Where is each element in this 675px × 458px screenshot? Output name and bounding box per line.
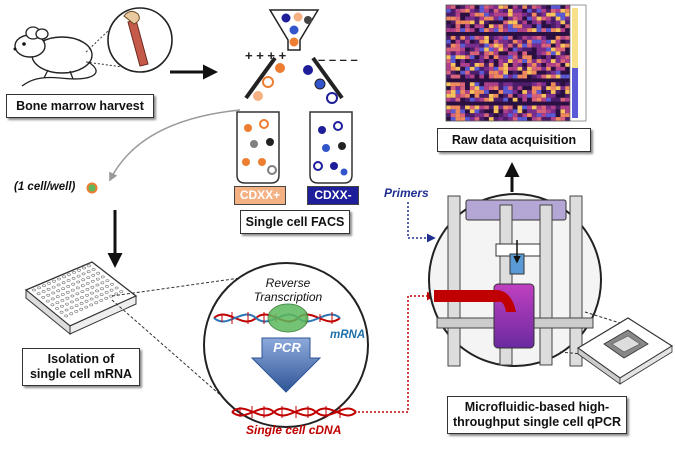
single-cell-dot (86, 182, 98, 194)
bone-zoom-icon (107, 7, 173, 73)
well-plate-icon (24, 261, 138, 336)
label-cdxx-plus: CDXX+ (234, 186, 286, 205)
microfluidic-chip-icon (576, 317, 674, 385)
label-pcr: PCR (273, 340, 301, 355)
svg-text:+ + + +: + + + + (245, 48, 287, 63)
microfluidic-chamber-zoom (428, 193, 602, 367)
heatmap-raw-data (445, 4, 587, 122)
label-raw-data-acquisition: Raw data acquisition (437, 128, 591, 152)
label-single-cell-cdna: Single cell cDNA (246, 423, 342, 437)
cdxx-plus-tube (236, 111, 280, 184)
mrna-strand-icon (213, 303, 341, 333)
label-cdxx-minus: CDXX- (307, 186, 359, 205)
label-isolation-single-cell-mrna: Isolation of single cell mRNA (22, 348, 140, 386)
label-microfluidic-qpcr: Microfluidic-based high- throughput sing… (447, 396, 627, 434)
cdna-strand-icon (231, 406, 357, 418)
label-bone-marrow-harvest: Bone marrow harvest (6, 94, 154, 118)
pcr-arrow-icon (250, 337, 322, 393)
label-single-cell-facs: Single cell FACS (240, 210, 350, 234)
cdxx-minus-tube (309, 111, 353, 184)
facs-funnel-icon (268, 9, 320, 51)
mouse-icon (13, 26, 97, 87)
svg-text:– – – –: – – – – (318, 52, 358, 67)
label-one-cell-per-well: (1 cell/well) (14, 181, 76, 193)
label-mrna: mRNA (330, 329, 366, 341)
facs-sorted-cells: + + + + – – – – (244, 48, 358, 104)
label-primers: Primers (384, 186, 429, 200)
label-reverse-transcription: Reverse Transcription (253, 276, 323, 304)
